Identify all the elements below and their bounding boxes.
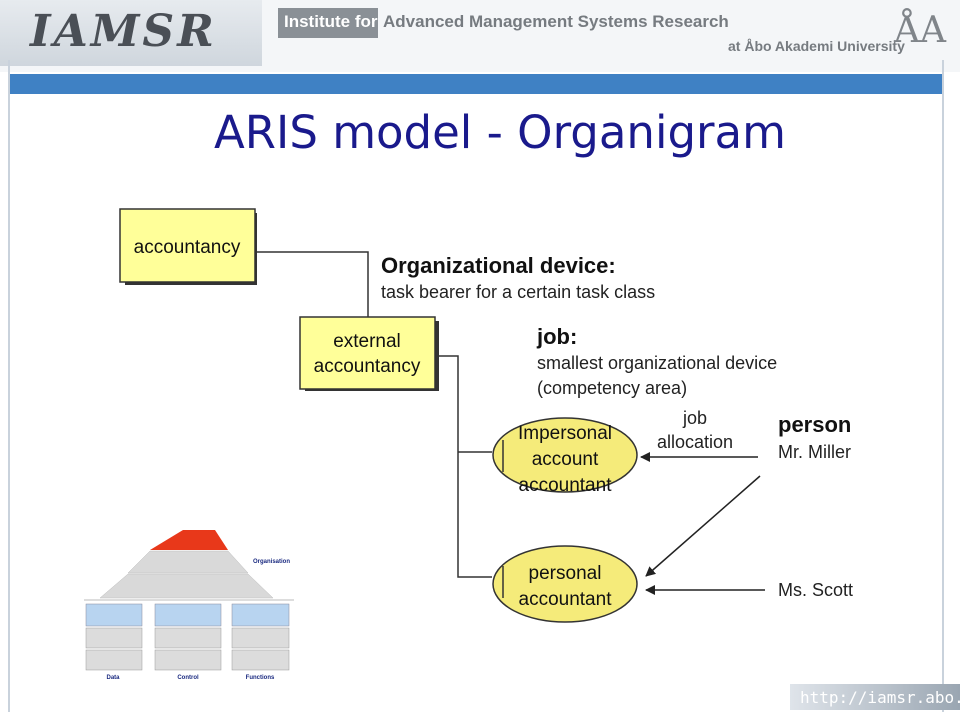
house-roof-tier3 xyxy=(99,573,274,599)
institute-band xyxy=(278,8,378,38)
person-ms-scott: Ms. Scott xyxy=(778,580,853,600)
connector-lines xyxy=(255,251,492,578)
impersonal-line1: Impersonal xyxy=(518,423,612,444)
job-allocation-line2: allocation xyxy=(657,432,733,452)
org-device-heading: Organizational device: xyxy=(381,253,616,278)
house-roof-tier2 xyxy=(127,550,249,574)
house-roof-organization xyxy=(150,530,228,550)
slide-frame-left xyxy=(8,60,10,712)
impersonal-line3: accountant xyxy=(519,475,613,496)
slide-frame-right xyxy=(942,60,944,712)
job-allocation-line1: job xyxy=(682,408,707,428)
university-name: at Åbo Akademi University xyxy=(728,38,905,54)
house-column-functions: Functions xyxy=(246,675,275,681)
slide-title: ARIS model - Organigram xyxy=(214,106,786,159)
personal-accountant-ellipse: personal accountant xyxy=(492,545,638,623)
institute-name: Advanced Management Systems Research xyxy=(383,12,729,31)
org-device-description: task bearer for a certain task class xyxy=(381,282,655,302)
allocation-arrows xyxy=(640,452,765,595)
job-description-line1: smallest organizational device xyxy=(537,353,777,373)
impersonal-account-accountant-ellipse: Impersonal account accountant xyxy=(492,417,638,496)
footer-url[interactable]: http://iamsr.abo.fi xyxy=(800,688,960,707)
accountancy-label: accountancy xyxy=(134,237,241,258)
logo-box: IAMSR xyxy=(0,0,262,66)
person-heading: person xyxy=(778,412,851,437)
iamsr-logo: IAMSR xyxy=(30,6,217,57)
accountancy-box: accountancy xyxy=(119,208,257,285)
miller-to-personal-arrow xyxy=(645,475,761,577)
header-blue-bar xyxy=(10,74,942,94)
personal-line1: personal xyxy=(529,563,602,584)
header: IAMSR Institute for Advanced Management … xyxy=(0,0,960,72)
house-column-data: Data xyxy=(106,675,120,681)
institute-for-text: Institute for xyxy=(284,12,378,31)
external-label-line1: external xyxy=(333,331,401,352)
abo-akademi-emblem: ÅA xyxy=(894,10,946,51)
external-accountancy-box: external accountancy xyxy=(299,316,439,391)
job-heading: job: xyxy=(536,324,577,349)
job-description-line2: (competency area) xyxy=(537,378,687,398)
house-column-control: Control xyxy=(177,675,199,681)
house-organisation-label: Organisation xyxy=(253,559,290,565)
footer-bar xyxy=(790,684,960,710)
person-mr-miller: Mr. Miller xyxy=(778,442,851,462)
accountancy-to-external-line xyxy=(255,251,369,318)
personal-line2: accountant xyxy=(519,589,613,610)
external-label-line2: accountancy xyxy=(314,356,421,377)
impersonal-line2: account xyxy=(532,449,599,470)
aris-house-thumbnail: Organisation Data Control Functions xyxy=(64,525,314,685)
external-to-job-line xyxy=(435,355,492,578)
